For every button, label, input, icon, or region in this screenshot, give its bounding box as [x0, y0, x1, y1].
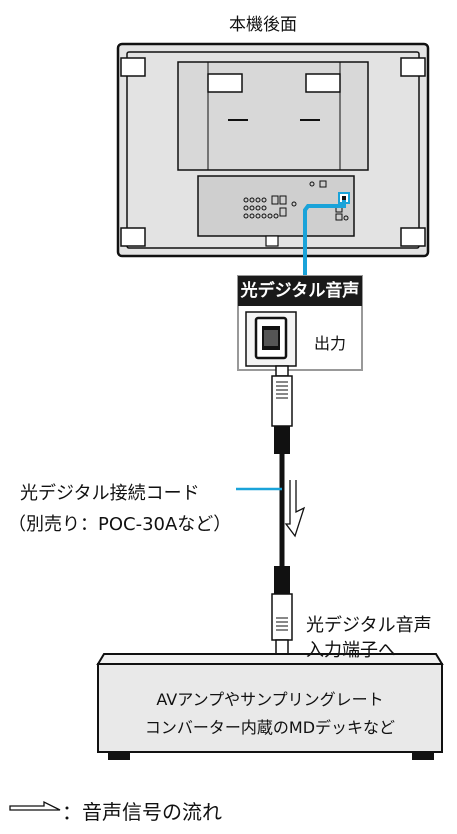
legend-arrow-icon — [9, 800, 61, 811]
tv-to-port-cable — [303, 200, 346, 284]
receiving-device — [96, 653, 444, 760]
cable-name: 光デジタル接続コード — [20, 483, 200, 504]
legend-text: ：音声信号の流れ — [62, 800, 222, 824]
input-label-line2: 入力端子へ — [306, 640, 396, 661]
optical-cable — [271, 365, 293, 655]
signal-flow-arrow — [284, 480, 306, 538]
output-label: 出力 — [314, 334, 347, 353]
diagram-title: 本機後面 — [229, 15, 297, 35]
device-label-line1: AVアンプやサンプリングレート — [156, 690, 384, 709]
tv-rear-panel — [116, 42, 430, 258]
terminal-jacks — [243, 180, 349, 221]
device-label-line2: コンバーター内蔵のMDデッキなど — [144, 718, 396, 737]
input-label-line1: 光デジタル音声 — [306, 615, 432, 636]
port-box-header: 光デジタル音声 — [238, 276, 362, 306]
cable-note: （別売り：POC-30Aなど） — [8, 514, 232, 535]
